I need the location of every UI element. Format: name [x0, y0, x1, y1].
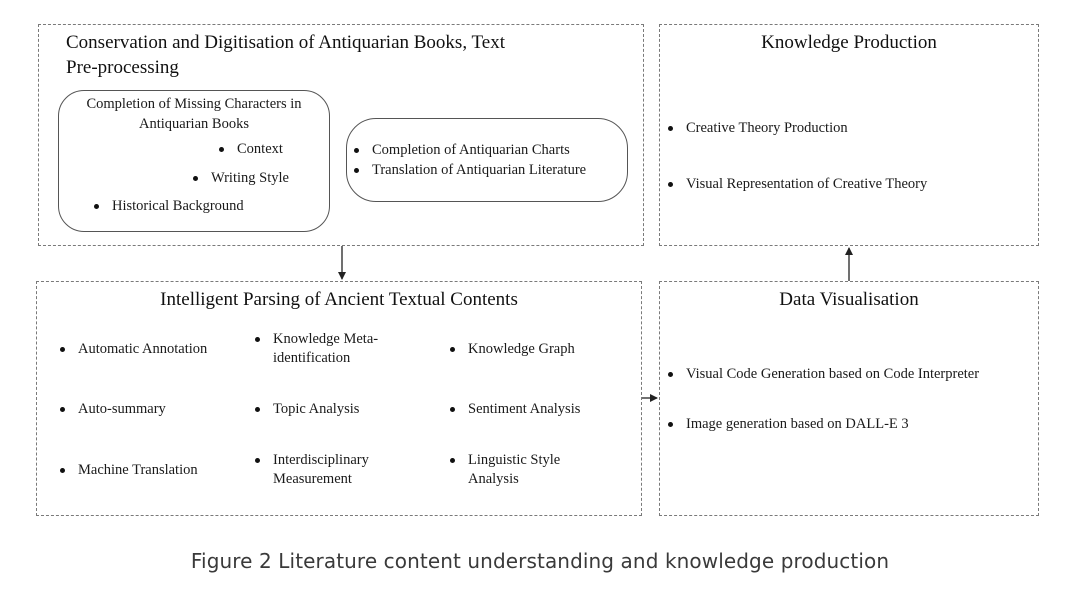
knowledge-production-title: Knowledge Production: [761, 32, 937, 53]
charts-item-translation: Translation of Antiquarian Literature: [352, 161, 586, 180]
missing-item-writing-style: Writing Style: [191, 169, 289, 188]
parsing-item-interdisciplinary-measurement: Interdisciplinary Measurement: [253, 451, 369, 489]
knowledge-item-creative-theory: Creative Theory Production: [666, 119, 848, 138]
knowledge-production-box: Knowledge Production Creative Theory Pro…: [659, 24, 1039, 246]
missing-item-historical-background: Historical Background: [92, 197, 244, 216]
figure-caption: Figure 2 Literature content understandin…: [190, 549, 890, 573]
missing-characters-title-line1: Completion of Missing Characters in: [86, 96, 302, 112]
parsing-item-knowledge-graph: Knowledge Graph: [448, 340, 575, 359]
parsing-item-machine-translation: Machine Translation: [58, 461, 198, 480]
parsing-item-auto-summary: Auto-summary: [58, 400, 166, 419]
conservation-box: Conservation and Digitisation of Antiqua…: [38, 24, 644, 246]
parsing-box: Intelligent Parsing of Ancient Textual C…: [36, 281, 642, 516]
visualisation-item-image-generation: Image generation based on DALL-E 3: [666, 415, 909, 434]
knowledge-item-visual-representation: Visual Representation of Creative Theory: [666, 175, 927, 194]
conservation-title-line2: Pre-processing: [66, 57, 179, 78]
parsing-title: Intelligent Parsing of Ancient Textual C…: [160, 289, 518, 310]
charts-item-completion: Completion of Antiquarian Charts: [352, 141, 570, 160]
visualisation-item-code-generation: Visual Code Generation based on Code Int…: [666, 365, 979, 384]
parsing-item-automatic-annotation: Automatic Annotation: [58, 340, 207, 359]
data-visualisation-title: Data Visualisation: [779, 289, 919, 310]
parsing-item-topic-analysis: Topic Analysis: [253, 400, 359, 419]
conservation-title-line1: Conservation and Digitisation of Antiqua…: [66, 32, 505, 53]
charts-translation-box: Completion of Antiquarian Charts Transla…: [346, 118, 628, 202]
missing-characters-box: Completion of Missing Characters in Anti…: [58, 90, 330, 232]
parsing-item-linguistic-style-analysis: Linguistic Style Analysis: [448, 451, 560, 489]
missing-item-context: Context: [217, 140, 283, 159]
data-visualisation-box: Data Visualisation Visual Code Generatio…: [659, 281, 1039, 516]
parsing-item-sentiment-analysis: Sentiment Analysis: [448, 400, 580, 419]
missing-characters-title-line2: Antiquarian Books: [139, 116, 249, 132]
parsing-item-knowledge-meta-identification: Knowledge Meta- identification: [253, 330, 378, 368]
